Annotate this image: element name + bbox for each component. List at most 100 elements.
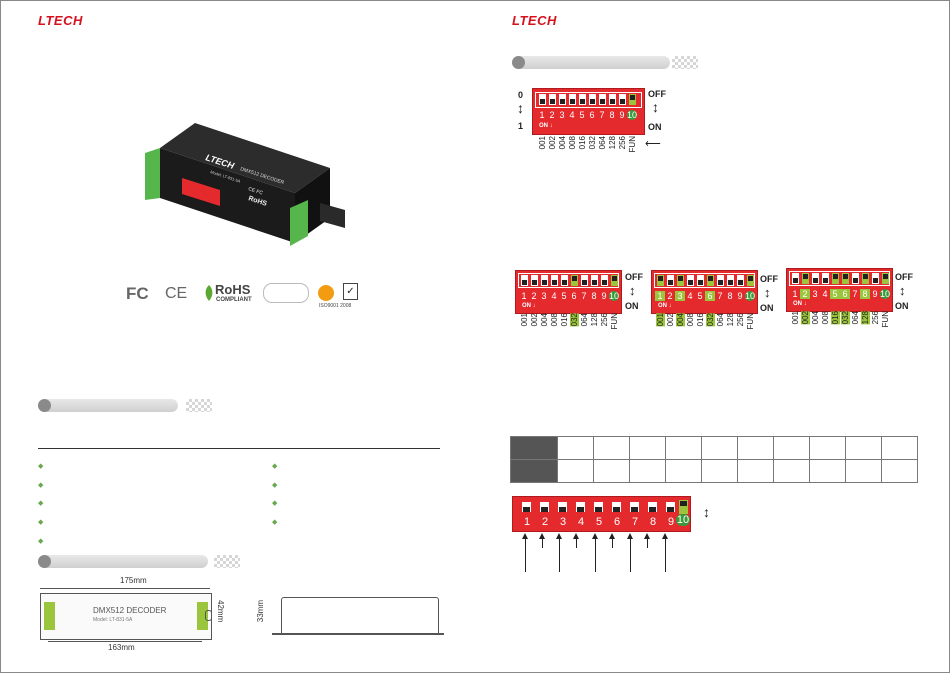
dip-switch-8 (609, 94, 616, 105)
bottom-switch-1 (522, 502, 531, 512)
dip-num-9: 9 (619, 110, 625, 120)
ex3-val-7: 064 (851, 311, 860, 325)
section-dot (38, 399, 51, 412)
addr-label-9: 256 (618, 136, 627, 150)
ex1-val-9: 256 (600, 313, 609, 327)
pointer-arrow-icon: ⟵ (645, 138, 661, 150)
dim-line-inner (48, 641, 202, 642)
table-cell (773, 459, 810, 483)
section-pill (38, 399, 178, 412)
table-cell (557, 459, 594, 483)
ex3-val-5: 016 (831, 311, 840, 325)
label-zero: 0 (518, 90, 524, 100)
dip-num-2: 2 (549, 110, 555, 120)
bottom-num-3: 3 (559, 516, 567, 528)
ex3-num-10: 10 (880, 289, 891, 299)
table-cell (629, 436, 666, 460)
table-cell (809, 459, 846, 483)
ex3-switch-6 (842, 273, 849, 284)
dip-num-8: 8 (609, 110, 615, 120)
dip-switch-4 (569, 94, 576, 105)
ex2-val-9: 256 (736, 313, 745, 327)
ex3-num-1: 1 (792, 289, 798, 299)
table-cell (737, 459, 774, 483)
ex1-switch-3 (541, 275, 548, 286)
label-one: 1 (518, 121, 524, 131)
pointer-arrow-5 (592, 533, 598, 572)
ex1-num-3: 3 (541, 291, 547, 301)
dip-switch-3 (559, 94, 566, 105)
dip-num-7: 7 (599, 110, 605, 120)
brand-logo: LTECH (512, 13, 557, 28)
ex3-num-7: 7 (852, 289, 858, 299)
table-cell (845, 459, 882, 483)
ex3-on-label: ON ↓ (793, 301, 807, 307)
dip-example-3: 1 2 3 4 5 6 7 8 9 10 ON ↓ (786, 268, 893, 312)
dim-length-inner: 163mm (108, 643, 135, 652)
section-dot (38, 555, 51, 568)
dip-num-5: 5 (579, 110, 585, 120)
ex2-num-9: 9 (737, 291, 743, 301)
dip-switch-10 (629, 94, 636, 105)
ex3-updown-icon: ↕ (899, 283, 906, 298)
ex1-val-8: 128 (590, 313, 599, 327)
ex1-switch-7 (581, 275, 588, 286)
ex3-num-2: 2 (800, 289, 810, 299)
table-cell (773, 436, 810, 460)
ex2-switch-8 (727, 275, 734, 286)
ex1-switch-1 (521, 275, 528, 286)
ex2-num-3: 3 (675, 291, 685, 301)
ex2-switch-7 (717, 275, 724, 286)
ex2-switch-4 (687, 275, 694, 286)
dim-line-outer (40, 588, 210, 589)
ex2-on-label: ON ↓ (658, 303, 672, 309)
ex3-num-6: 6 (840, 289, 850, 299)
table-header-cell (510, 459, 558, 483)
ex1-val-6: 032 (570, 313, 579, 327)
ex2-switch-6 (707, 275, 714, 286)
ex2-updown-icon: ↕ (764, 285, 771, 300)
ce-logo: CE (165, 285, 188, 302)
ex2-switch-3 (677, 275, 684, 286)
ex3-switch-10 (882, 273, 889, 284)
bottom-num-10: 10 (676, 514, 690, 526)
ex1-on-label: ON ↓ (522, 303, 536, 309)
iso-year: 2008 (340, 303, 352, 309)
addr-label-8: 128 (608, 136, 617, 150)
table-header-cell (510, 436, 558, 460)
ex1-num-1: 1 (521, 291, 527, 301)
table-row (510, 459, 918, 483)
ex2-num-5: 5 (697, 291, 703, 301)
iso-check-icon: ✓ (343, 283, 358, 300)
iso-mark-icon (318, 285, 334, 301)
dip-switch-bottom: 1 2 3 4 5 6 7 8 9 10 (512, 496, 691, 532)
ex2-num-1: 1 (655, 291, 665, 301)
pointer-arrow-1 (522, 533, 528, 572)
table-cell (557, 436, 594, 460)
ex2-val-2: 002 (666, 313, 675, 327)
bottom-num-7: 7 (631, 516, 639, 528)
ex3-num-5: 5 (830, 289, 840, 299)
ex3-label-on: ON (895, 301, 909, 311)
dip-switch-1 (539, 94, 546, 105)
ex1-val-3: 004 (540, 313, 549, 327)
bullet-5: ◆ (38, 538, 44, 545)
left-page: LTECH LTECH DMX512 DECODER Model: LT-831… (38, 13, 444, 652)
dip-num-10: 10 (627, 110, 638, 120)
ex1-switch-5 (561, 275, 568, 286)
bottom-switch-10 (679, 500, 688, 514)
bottom-switch-5 (594, 502, 603, 512)
ex3-val-2: 002 (801, 311, 810, 325)
section-bar-features (38, 399, 213, 412)
ex1-switch-8 (591, 275, 598, 286)
bottom-switch-3 (558, 502, 567, 512)
bottom-num-1: 1 (523, 516, 531, 528)
ex3-val-3: 004 (811, 311, 820, 325)
section-checker (672, 56, 698, 69)
on-label: ON ↓ (539, 123, 553, 129)
table-cell (701, 436, 738, 460)
table-cell (629, 459, 666, 483)
fc-logo: FC (126, 284, 149, 303)
mode-table (510, 436, 918, 483)
ex3-val-9: 256 (871, 311, 880, 325)
